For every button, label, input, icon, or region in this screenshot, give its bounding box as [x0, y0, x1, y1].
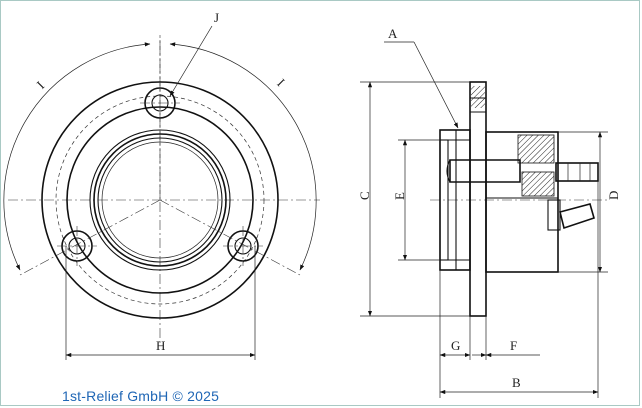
- label-h: H: [156, 338, 165, 353]
- angle-arc-left: [3, 42, 151, 271]
- label-j: J: [214, 10, 219, 25]
- label-d: D: [606, 191, 621, 200]
- radial-line-left: [19, 199, 161, 276]
- flange-hole-lines: [470, 97, 486, 113]
- front-view: I I J H: [3, 10, 320, 360]
- contact-pin-front: [449, 159, 521, 183]
- flange-hole-hatch: [471, 86, 485, 108]
- front-face: [439, 139, 449, 261]
- mounting-hole-right: [223, 226, 263, 266]
- leader-j: [169, 25, 213, 97]
- label-f: F: [510, 338, 517, 353]
- rear-body: [485, 131, 559, 273]
- side-view: A C E D G F B: [357, 26, 621, 398]
- credit-text: 1st-Relief GmbH © 2025: [62, 388, 220, 404]
- cable-piece: [559, 203, 595, 230]
- insulator-hatch-mid: [521, 171, 555, 197]
- label-c: C: [357, 191, 372, 200]
- label-b: B: [512, 375, 521, 390]
- label-i-right: I: [274, 76, 288, 90]
- label-g: G: [451, 338, 460, 353]
- flange-plate: [469, 81, 487, 317]
- insulator-hatch-top: [517, 134, 555, 164]
- label-i-left: I: [34, 78, 48, 92]
- leader-a: [413, 41, 459, 129]
- pin-tip: [446, 159, 451, 183]
- angle-arc-right: [169, 42, 317, 271]
- contact-pin-rear: [555, 162, 599, 182]
- label-e: E: [392, 192, 407, 200]
- label-a: A: [388, 26, 398, 41]
- radial-line-right: [159, 199, 301, 276]
- mounting-hole-left: [57, 226, 97, 266]
